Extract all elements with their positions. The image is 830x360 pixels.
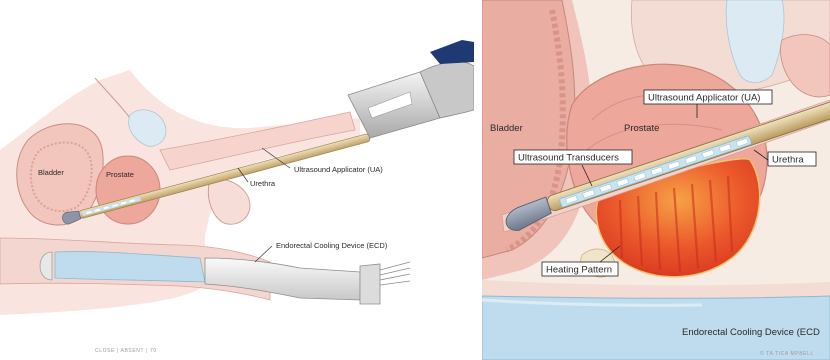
detail-label-cooling-device: Endorectal Cooling Device (ECD: [682, 327, 820, 338]
detail-label-urethra: Urethra: [772, 155, 804, 166]
detail-label-applicator: Ultrasound Applicator (UA): [648, 93, 760, 104]
detail-label-urethra-box: Urethra: [768, 152, 816, 166]
left-label-bladder: Bladder: [38, 168, 64, 177]
overview-anatomy-svg: Bladder Prostate Ultrasound Applicator (…: [0, 0, 474, 360]
scrotum: [208, 179, 250, 224]
left-label-prostate: Prostate: [106, 170, 134, 179]
cooling-device-hub: [360, 264, 380, 304]
handle-navy-cap: [430, 40, 474, 64]
overview-diagram-panel: Bladder Prostate Ultrasound Applicator (…: [0, 0, 474, 360]
detail-label-heating-pattern: Heating Pattern: [546, 265, 612, 276]
applicator-handle: [348, 40, 474, 138]
left-label-applicator: Ultrasound Applicator (UA): [294, 165, 383, 174]
detail-credit: © TA TICA MPBELL: [760, 350, 814, 357]
detail-label-prostate: Prostate: [624, 123, 659, 134]
detail-label-transducers: Ultrasound Transducers: [518, 153, 619, 164]
detail-diagram-panel: Ultrasound Applicator (UA) Bladder Prost…: [482, 0, 830, 360]
left-credit: CLOSE | ABSENT | 70: [95, 348, 157, 354]
prostate-shape: [96, 156, 160, 224]
detail-label-transducers-box: Ultrasound Transducers: [514, 150, 632, 164]
left-label-urethra: Urethra: [250, 179, 276, 188]
left-label-cooling-device: Endorectal Cooling Device (ECD): [276, 241, 388, 250]
detail-label-heating-box: Heating Pattern: [542, 262, 618, 276]
detail-label-bladder: Bladder: [490, 123, 523, 134]
cooling-device-shaft: [205, 258, 360, 300]
cooling-device-tubing: [380, 262, 410, 285]
detail-anatomy-svg: Ultrasound Applicator (UA) Bladder Prost…: [482, 0, 830, 360]
detail-label-applicator-box: Ultrasound Applicator (UA): [644, 90, 772, 104]
